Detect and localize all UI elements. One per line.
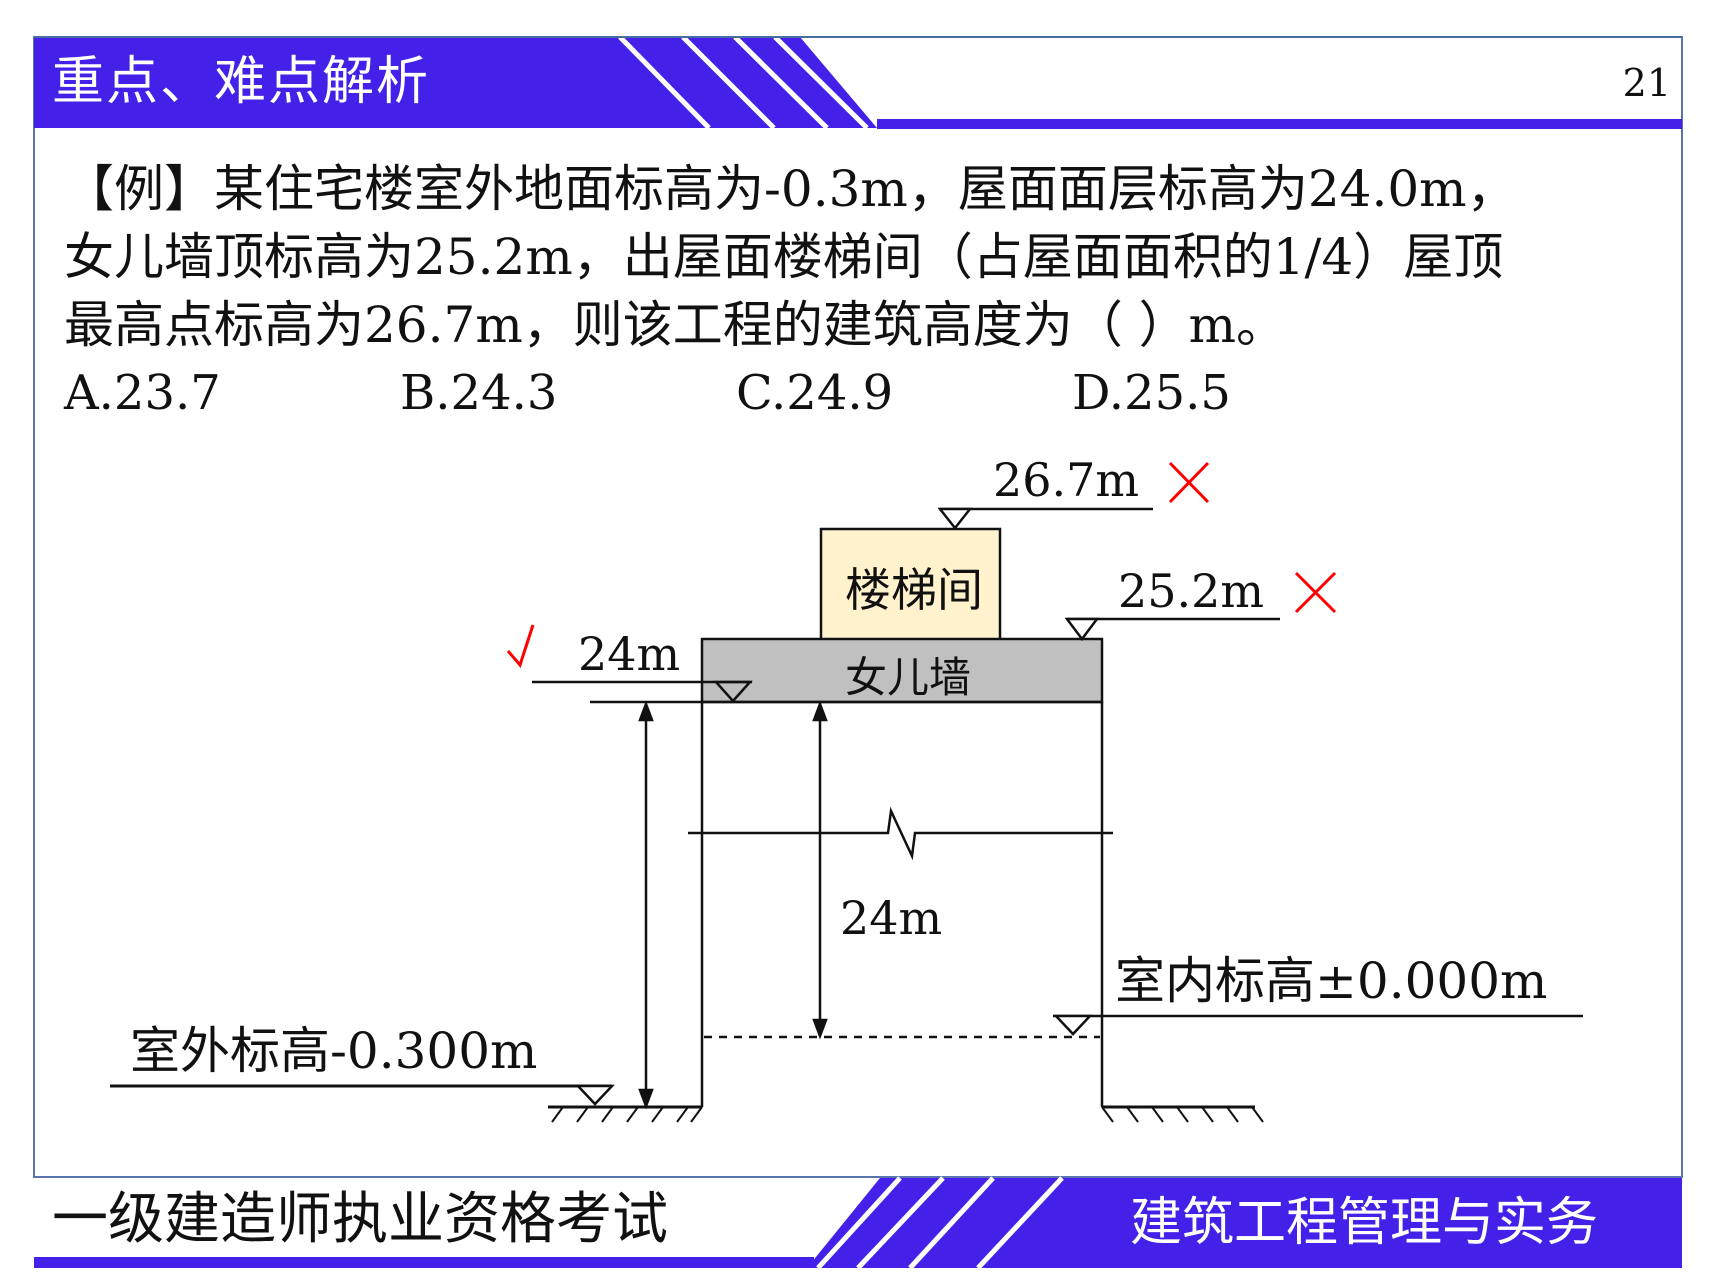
stair-box [819, 527, 1002, 642]
option-a: A.23.7 [64, 365, 221, 421]
question-text: 【例】某住宅楼室外地面标高为-0.3m，屋面面层标高为24.0m， 女儿墙顶标高… [64, 155, 1664, 359]
parapet-label: 女儿墙 [845, 653, 972, 702]
outdoor-elevation-label: 室外标高-0.300m [130, 1022, 538, 1080]
wrong-mark-26-7 [1168, 461, 1210, 504]
elevation-26-7-label: 26.7m [993, 453, 1140, 507]
question-line: 最高点标高为26.7m，则该工程的建筑高度为（ ）m。 [64, 296, 1287, 354]
grading-marks [506, 461, 1337, 669]
header-banner [34, 35, 1682, 130]
correct-mark-24 [506, 624, 535, 669]
question-line: 女儿墙顶标高为25.2m，出屋面楼梯间（占屋面面积的1/4）屋顶 [64, 228, 1504, 286]
footer-subject-title: 建筑工程管理与实务 [1130, 1193, 1599, 1253]
header-title: 重点、难点解析 [52, 52, 431, 112]
page-number: 21 [1622, 61, 1671, 105]
wrong-mark-25-2 [1294, 571, 1337, 614]
section-diagram [110, 507, 1583, 1123]
footer-exam-title: 一级建造师执业资格考试 [52, 1187, 668, 1252]
option-b: B.24.3 [400, 365, 558, 421]
elevation-25-2-label: 25.2m [1118, 564, 1265, 618]
indoor-elevation-label: 室内标高±0.000m [1115, 952, 1548, 1010]
stair-room-label: 楼梯间 [845, 563, 983, 617]
question-line: 【例】某住宅楼室外地面标高为-0.3m，屋面面层标高为24.0m， [64, 160, 1517, 218]
footer-banner [34, 1176, 1682, 1270]
option-c: C.24.9 [736, 365, 894, 421]
elevation-24-label: 24m [578, 627, 681, 681]
height-dimension-label: 24m [840, 891, 943, 945]
option-d: D.25.5 [1072, 365, 1231, 421]
